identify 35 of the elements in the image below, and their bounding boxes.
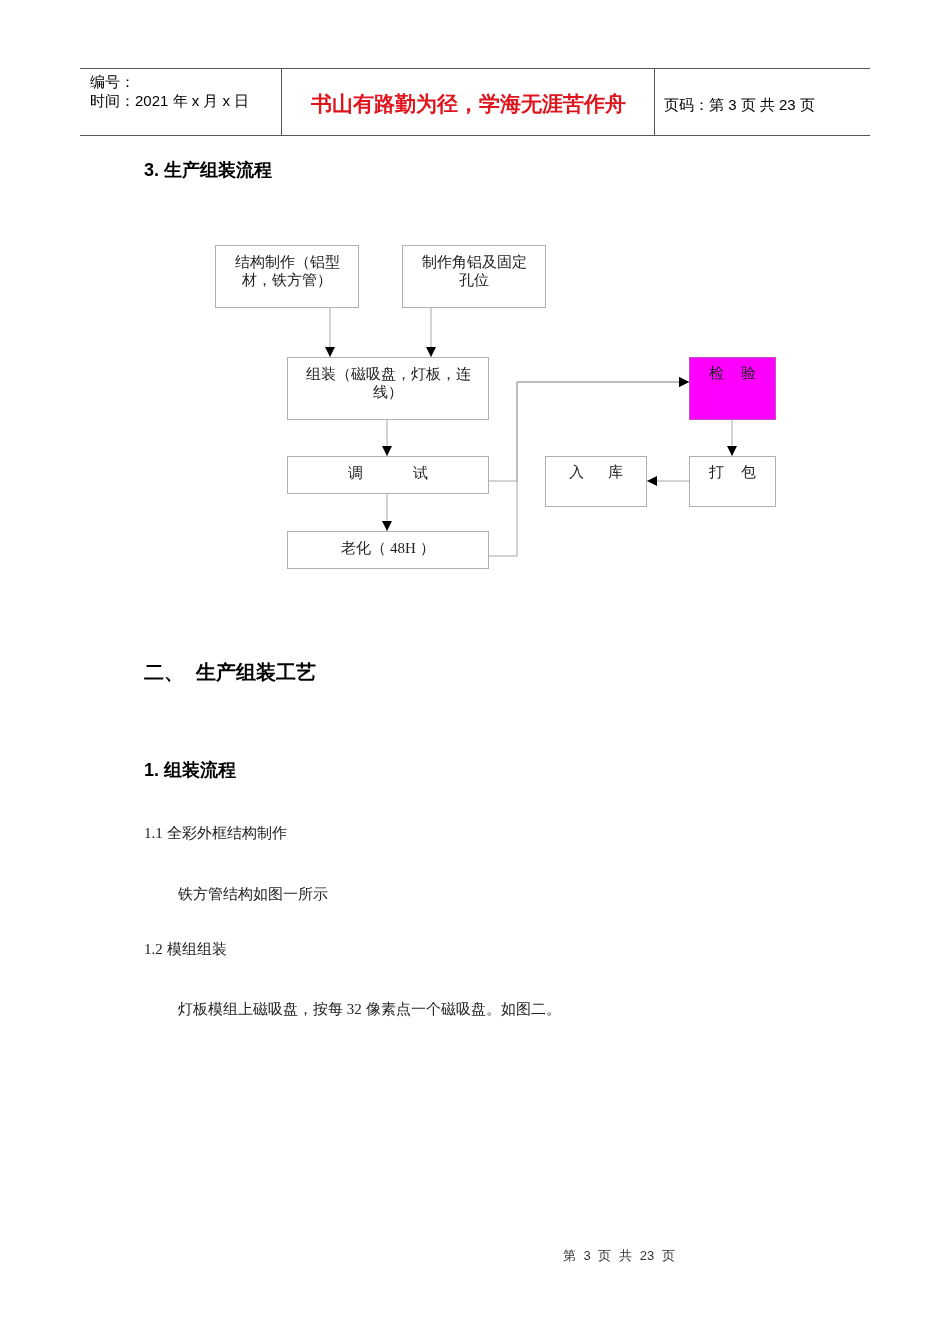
- process-box: [287, 456, 489, 494]
- subsection-heading: 1.1 全彩外框结构制作: [144, 824, 287, 843]
- arrow: [426, 307, 436, 358]
- arrow: [382, 493, 392, 532]
- node-label: 检 验: [708, 364, 757, 382]
- process-box: [287, 531, 489, 569]
- field-label: 编号：: [90, 72, 136, 91]
- node-label: 组装（磁吸盘，灯板，连线）: [304, 365, 472, 401]
- body-text: 铁方管结构如图一所示: [178, 885, 328, 904]
- footer-page-number: 第 3 页 共 23 页: [563, 1247, 675, 1265]
- arrow: [382, 419, 392, 457]
- process-box: [402, 245, 546, 308]
- motto-text: 书山有路勤为径，学海无涯苦作舟: [310, 91, 626, 117]
- process-box: [689, 456, 776, 507]
- section-heading: 二、 生产组装工艺: [144, 660, 316, 685]
- section-heading: 3. 生产组装流程: [144, 159, 272, 182]
- process-box: [545, 456, 647, 507]
- process-box: [689, 357, 776, 420]
- subsection-heading: 1. 组装流程: [144, 759, 236, 782]
- node-label: 结构制作（铝型材，铁方管）: [233, 253, 341, 289]
- body-text: 灯板模组上磁吸盘，按每 32 像素点一个磁吸盘。如图二。: [178, 1000, 561, 1019]
- node-label: 制作角铝及固定孔位: [420, 253, 528, 289]
- date-text: 时间：2021 年 x 月 x 日: [90, 91, 251, 110]
- subsection-heading: 1.2 模组组装: [144, 940, 227, 959]
- node-label: 老化（ 48H ）: [340, 539, 436, 557]
- arrow: [646, 476, 690, 486]
- node-label: 调 试: [347, 464, 429, 482]
- page-number-text: 页码：第 3 页 共 23 页: [664, 94, 815, 114]
- arrow: [325, 307, 335, 358]
- node-label: 入 库: [567, 463, 625, 481]
- arrow: [727, 419, 737, 457]
- process-box: [287, 357, 489, 420]
- arrow: [488, 377, 690, 557]
- process-box: [215, 245, 359, 308]
- node-label: 打 包: [707, 463, 758, 481]
